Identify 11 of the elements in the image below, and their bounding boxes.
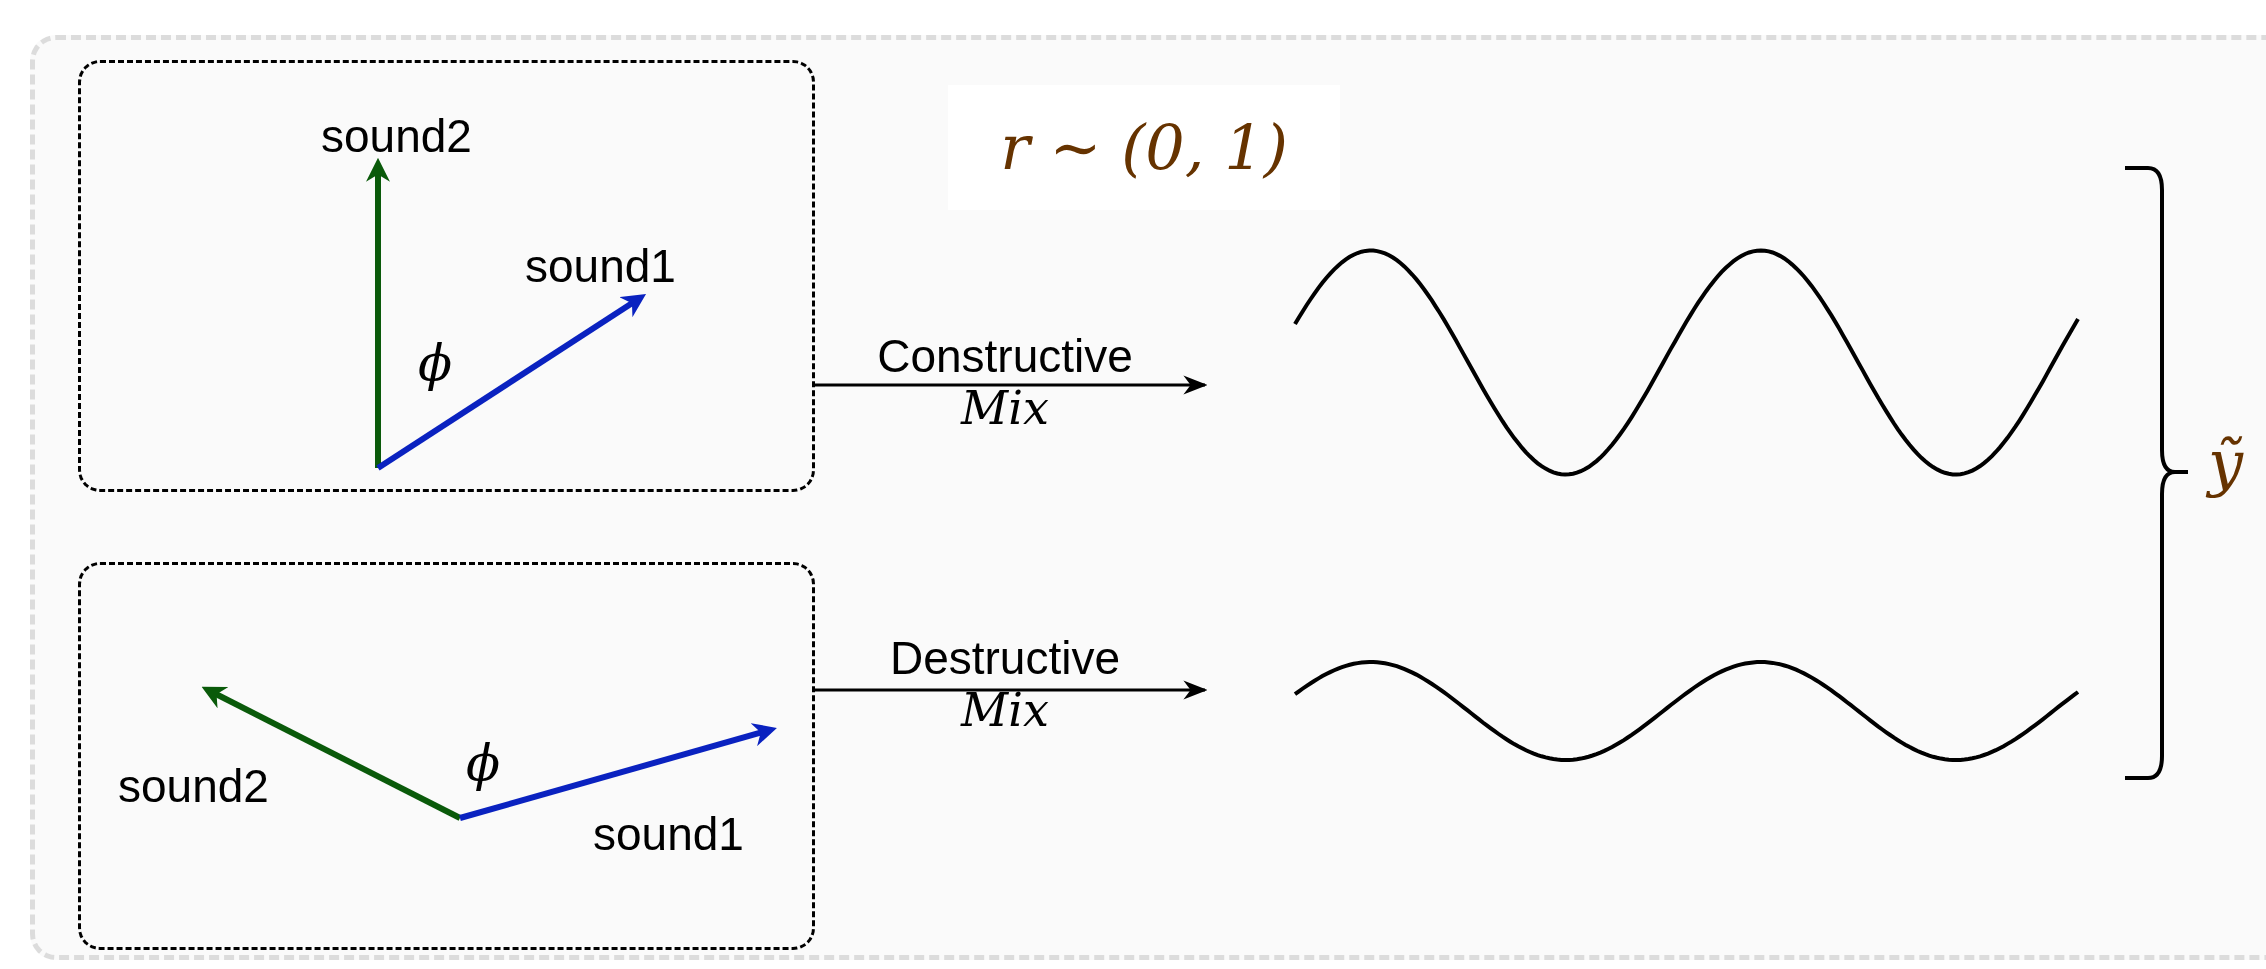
vector-label: sound1 bbox=[593, 811, 744, 857]
vector-label: sound1 bbox=[525, 243, 676, 289]
vector-label: sound2 bbox=[118, 763, 269, 809]
edge-label: Destructive Mix bbox=[888, 632, 1122, 736]
edge-label: Constructive Mix bbox=[876, 330, 1134, 434]
formula: r ∼ (0, 1) bbox=[1000, 111, 1288, 184]
dashed-box bbox=[78, 60, 815, 492]
arrow bbox=[815, 680, 1208, 700]
vector-label: sound2 bbox=[321, 113, 472, 159]
arrow bbox=[815, 375, 1208, 395]
dashed-box bbox=[78, 562, 815, 950]
